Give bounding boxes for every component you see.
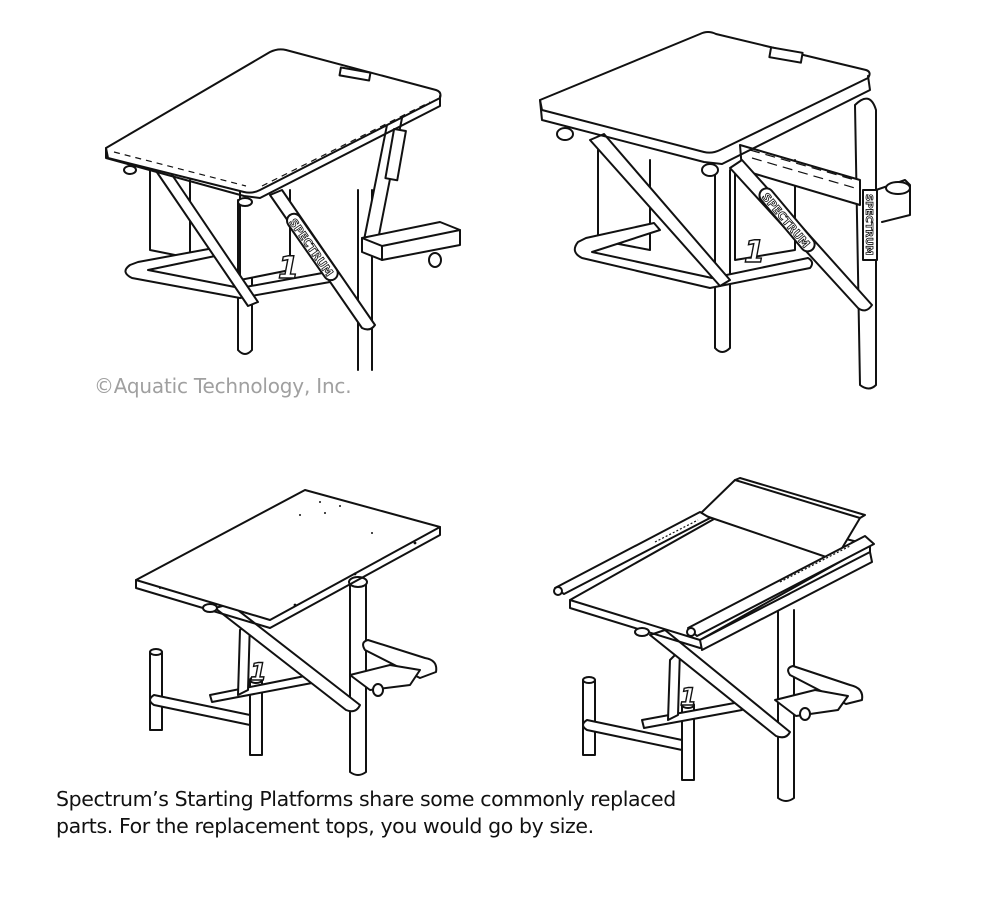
caption-line-1: Spectrum’s Starting Platforms share some… [56,787,676,811]
lane-number: 1 [278,251,299,286]
brand-label-vertical: SPECTRUM [863,194,874,255]
illustration-platform-bottom-left: 1 [120,480,470,780]
lane-number: 1 [744,235,765,270]
copyright-notice: ©Aquatic Technology, Inc. [94,374,352,398]
caption: Spectrum’s Starting Platforms share some… [56,786,716,840]
lane-number: 1 [250,658,267,686]
illustration-platform-top-right: SPECTRUM SPECTRUM 1 [530,30,930,400]
illustration-platform-bottom-right: 1 [550,470,890,810]
lane-number: 1 [680,683,697,711]
caption-line-2: parts. For the replacement tops, you wou… [56,814,594,838]
illustration-platform-top-left: SPECTRUM 1 [90,40,490,371]
